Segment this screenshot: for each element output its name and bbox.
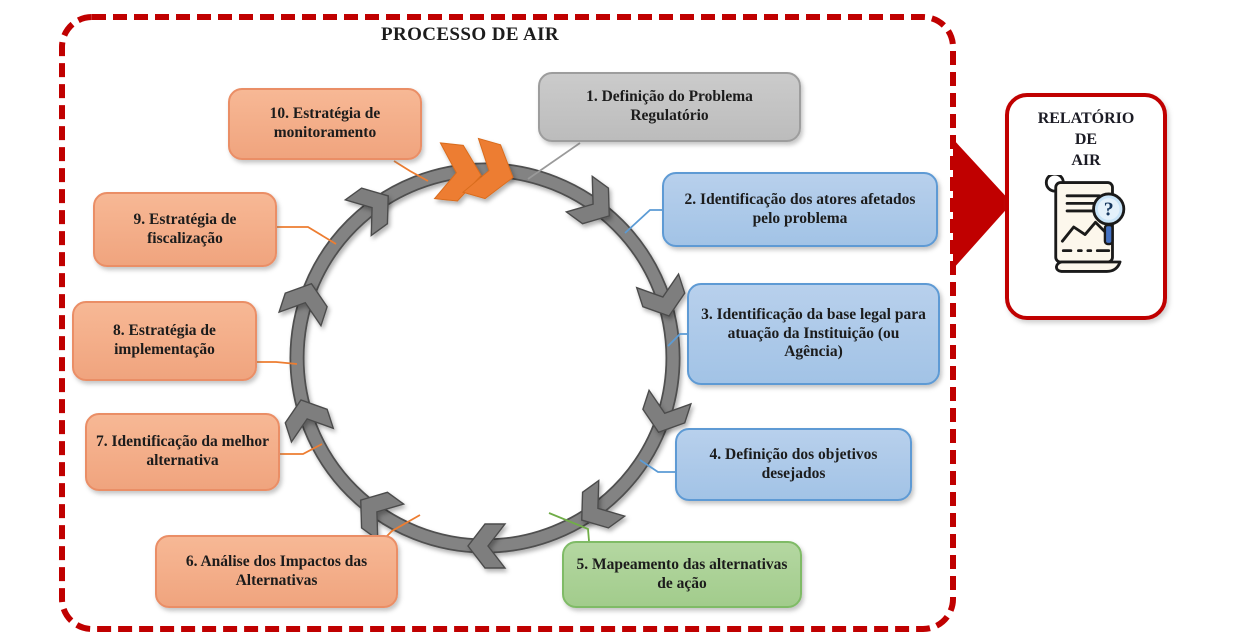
- connector-step-2: [624, 209, 662, 234]
- air-report-title: RELATÓRIO DE AIR: [1038, 109, 1135, 171]
- red-triangle-flow-arrow-icon: [953, 139, 1012, 269]
- callout-connectors: [257, 142, 687, 542]
- step-1-label: 1. Definição do Problema Regulatório: [586, 88, 753, 124]
- step-10-box: 10. Estratégia de monitoramento: [228, 88, 422, 160]
- connector-step-8: [257, 361, 298, 365]
- step-8-box: 8. Estratégia de implementação: [72, 301, 257, 381]
- step-4-box: 4. Definição dos objetivos desejados: [675, 428, 912, 501]
- step-9-label: 9. Estratégia de fiscalização: [133, 210, 237, 247]
- step-2-box: 2. Identificação dos atores afetados pel…: [662, 172, 938, 247]
- report-title-line3: AIR: [1071, 151, 1101, 169]
- step-7-label: 7. Identificação da melhor alternativa: [95, 433, 270, 469]
- step-2-label: 2. Identificação dos atores afetados pel…: [684, 190, 916, 227]
- step-3-box: 3. Identificação da base legal para atua…: [687, 283, 940, 385]
- connector-step-7: [280, 443, 323, 455]
- process-cycle-ring-icon: [289, 162, 681, 554]
- step-1-box: 1. Definição do Problema Regulatório: [538, 72, 801, 142]
- connector-step-5: [548, 512, 590, 542]
- step-3-label: 3. Identificação da base legal para atua…: [701, 305, 926, 361]
- air-report-box: RELATÓRIO DE AIR ?: [1005, 93, 1167, 320]
- connector-step-9: [277, 226, 337, 245]
- step-6-box: 6. Análise dos Impactos das Alternativas: [155, 535, 398, 608]
- connector-step-3: [667, 333, 687, 347]
- process-dashed-boundary: [59, 14, 956, 632]
- connector-step-1: [527, 142, 581, 180]
- svg-text:?: ?: [1104, 199, 1114, 221]
- diagram-title: PROCESSO DE AIR: [380, 24, 560, 45]
- step-8-label: 8. Estratégia de implementação: [113, 322, 216, 358]
- connector-step-10: [393, 160, 429, 182]
- document-search-chart-icon: ?: [1044, 175, 1126, 274]
- step-10-label: 10. Estratégia de monitoramento: [269, 105, 381, 141]
- step-5-label: 5. Mapeamento das alternativas de ação: [576, 555, 788, 592]
- step-7-box: 7. Identificação da melhor alternativa: [85, 413, 280, 491]
- connector-step-4: [639, 459, 675, 473]
- step-4-label: 4. Definição dos objetivos desejados: [709, 445, 878, 482]
- step-9-box: 9. Estratégia de fiscalização: [93, 192, 277, 267]
- step-6-label: 6. Análise dos Impactos das Alternativas: [185, 552, 368, 589]
- step-5-box: 5. Mapeamento das alternativas de ação: [562, 541, 802, 608]
- report-title-line2: DE: [1074, 130, 1098, 148]
- report-title-line1: RELATÓRIO: [1037, 110, 1135, 127]
